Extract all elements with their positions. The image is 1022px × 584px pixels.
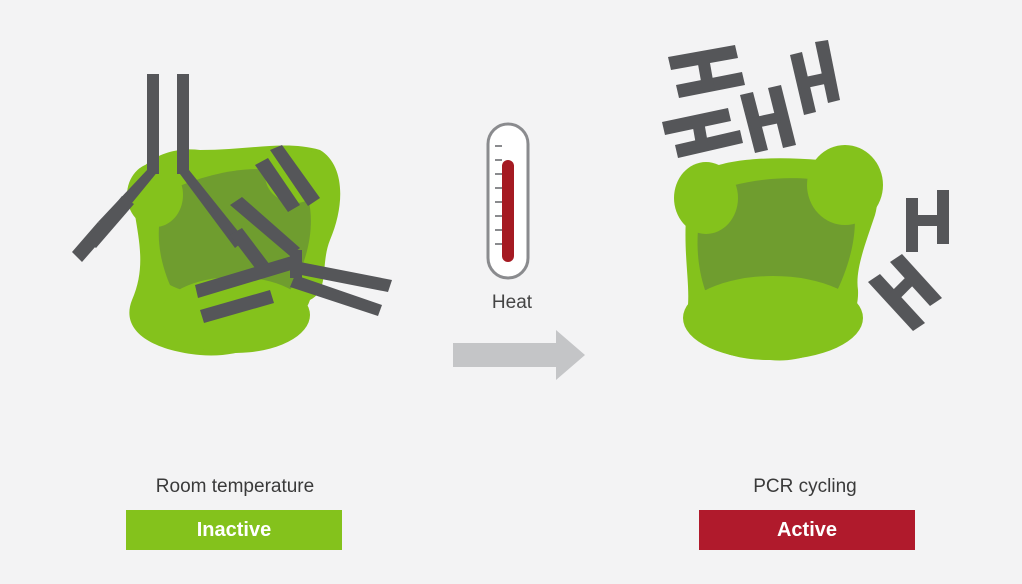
active-enzyme (674, 145, 883, 361)
thermometer-icon (486, 122, 530, 280)
active-badge: Active (699, 510, 915, 550)
left-antibodies (72, 74, 392, 323)
right-antibodies (662, 40, 949, 331)
inactive-badge: Inactive (126, 510, 342, 550)
inactive-enzyme (127, 145, 341, 356)
pcr-cycling-caption: PCR cycling (753, 476, 857, 497)
arrow-right-icon (453, 330, 585, 380)
heat-label: Heat (491, 292, 533, 313)
antibody-icon (147, 74, 159, 174)
room-temperature-caption: Room temperature (155, 476, 315, 497)
